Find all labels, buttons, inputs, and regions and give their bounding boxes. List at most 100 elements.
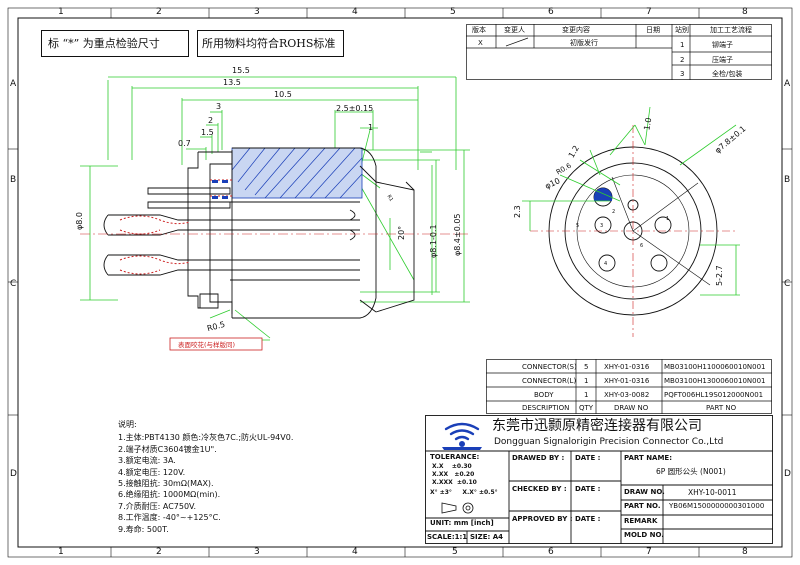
spec-line-7: 7.介质耐压: AC750V. <box>118 501 197 511</box>
col-label-5-top: 5 <box>450 7 456 17</box>
col-label-3-bottom: 3 <box>254 547 260 557</box>
dim-angle-20: 20° <box>397 225 406 240</box>
side-section-view <box>80 76 470 351</box>
part-no-value: YB06M1500000000301000 <box>669 502 765 510</box>
dim-2: 2 <box>208 116 214 125</box>
row-label-d-right: D <box>784 469 791 479</box>
drawn-by-label: DRAWED BY : <box>512 454 565 462</box>
front-dim-5-2-7: 5-2.7 <box>715 265 724 286</box>
rev-row-version: X <box>478 39 483 47</box>
col-label-4-bottom: 4 <box>352 547 358 557</box>
spec-line-5: 5.接触阻抗: 30mΩ(MAX). <box>118 479 214 489</box>
rev-header-date: 日期 <box>646 26 660 34</box>
dim-dia-8-4: φ8.4±0.05 <box>453 213 462 256</box>
dim-1: 1 <box>368 123 374 132</box>
remark-label: REMARK <box>624 517 658 525</box>
approved-date-label: DATE : <box>575 515 601 523</box>
bom-header-name: DESCRIPTION <box>522 404 570 412</box>
spec-notes-title: 说明: <box>118 420 137 429</box>
proc-row-3-station: 3 <box>680 70 685 78</box>
dim-dia-8-0: φ8.0 <box>75 212 84 230</box>
proc-row-3-flow: 全检/包装 <box>712 70 743 78</box>
spec-line-8: 8.工作温度: -40°~+125°C. <box>118 513 221 523</box>
col-label-7-bottom: 7 <box>646 547 652 557</box>
col-label-1-top: 1 <box>58 7 64 17</box>
pin-label-1: 1 <box>666 216 670 222</box>
row-label-c-left: C <box>10 279 17 289</box>
pin-label-3: 3 <box>600 223 604 229</box>
dim-1-5: 1.5 <box>201 128 214 137</box>
company-logo-icon <box>442 422 482 450</box>
projection-symbol-icon <box>441 502 474 514</box>
col-label-2-bottom: 2 <box>156 547 162 557</box>
draw-no-label: DRAW NO. <box>624 488 665 496</box>
checked-by-label: CHECKED BY : <box>512 485 567 493</box>
front-view <box>522 106 740 337</box>
rohs-note-box: 所用物料均符合ROHS标准 <box>197 30 344 57</box>
col-label-2-top: 2 <box>156 7 162 17</box>
row-label-b-left: B <box>10 175 17 185</box>
row-label-d-left: D <box>10 469 17 479</box>
row-label-c-right: C <box>784 279 791 289</box>
dim-0-7: 0.7 <box>178 139 191 148</box>
key-dimension-note: 标 “*” 为重点检验尺寸 <box>48 37 160 50</box>
draw-no-value: XHY-10-0011 <box>688 488 737 497</box>
tolerance-title: TOLERANCE: <box>430 453 480 461</box>
row-label-a-left: A <box>10 79 17 89</box>
dim-2-5: 2.5±0.15 <box>336 104 374 113</box>
spec-line-2: 2.端子材质C3604镀金1U". <box>118 444 217 454</box>
approved-by-label: APPROVED BY : <box>512 515 573 523</box>
front-dim-2-3: 2.3 <box>513 205 522 218</box>
dim-3: 3 <box>216 102 222 111</box>
tolerance-line-3: X.XXX ±0.10 <box>432 479 477 486</box>
checked-date-label: DATE : <box>575 485 601 493</box>
pin-label-2: 2 <box>612 209 616 215</box>
pin-label-5: 5 <box>576 223 580 229</box>
unit-label: UNIT: mm [inch] <box>430 519 494 527</box>
rev-row-content: 初版发行 <box>570 39 598 47</box>
bom-row-2-name: CONNECTOR(L) <box>522 377 577 385</box>
bom-row-3-qty: 1 <box>584 391 589 399</box>
bom-row-2-dwg: XHY-01-0316 <box>604 377 650 385</box>
revision-table-grid <box>466 24 772 80</box>
bom-header-part: PART NO <box>706 404 737 412</box>
bom-header-dwg: DRAW NO <box>614 404 649 412</box>
spec-line-3: 3.额定电流: 3A. <box>118 456 176 466</box>
dim-dia-8-1: φ8.1-0.1 <box>429 224 438 258</box>
proc-row-2-station: 2 <box>680 56 685 64</box>
spec-line-4: 4.额定电压: 120V. <box>118 467 186 477</box>
knurl-note: 表面咬花(与样版同) <box>178 341 236 349</box>
drawn-date-label: DATE : <box>575 454 601 462</box>
pin-label-4: 4 <box>604 261 608 267</box>
col-label-1-bottom: 1 <box>58 547 64 557</box>
dim-15-5: 15.5 <box>232 66 250 75</box>
proc-row-2-flow: 压端子 <box>712 56 733 64</box>
col-label-3-top: 3 <box>254 7 260 17</box>
bom-row-2-qty: 1 <box>584 377 589 385</box>
title-block-grid <box>425 415 773 544</box>
tolerance-angles: X° ±3° X.X° ±0.5° <box>430 489 498 496</box>
rev-header-changer: 变更人 <box>504 26 525 34</box>
dim-10-5: 10.5 <box>274 90 292 99</box>
row-label-a-right: A <box>784 79 791 89</box>
row-label-b-right: B <box>784 175 791 185</box>
tolerance-line-1: X.X ±0.30 <box>432 463 472 470</box>
proc-row-1-station: 1 <box>680 41 685 49</box>
col-label-6-bottom: 6 <box>548 547 554 557</box>
col-label-6-top: 6 <box>548 7 554 17</box>
company-name-en: Dongguan Signalorigin Precision Connecto… <box>494 437 724 447</box>
part-name-value: 6P 圆形公头 (N001) <box>656 467 726 476</box>
col-label-8-bottom: 8 <box>742 547 748 557</box>
col-label-5-bottom: 5 <box>452 547 458 557</box>
bom-row-1-part: MB03100H1100060010N001 <box>664 363 766 371</box>
company-name-cn: 东莞市迅颢原精密连接器有限公司 <box>492 418 702 434</box>
scale-label: SCALE:1:1 <box>427 533 468 541</box>
mold-no-label: MOLD NO. <box>624 531 664 539</box>
rohs-note: 所用物料均符合ROHS标准 <box>202 37 336 50</box>
spec-line-1: 1.主体:PBT4130 颜色:冷灰色7C.;防火UL-94V0. <box>118 433 294 443</box>
proc-row-1-flow: 铆端子 <box>712 41 733 49</box>
rev-header-version: 版本 <box>472 26 486 34</box>
key-dimension-note-box: 标 “*” 为重点检验尺寸 <box>41 30 189 57</box>
bom-row-1-name: CONNECTOR(S) <box>522 363 577 371</box>
col-label-4-top: 4 <box>352 7 358 17</box>
